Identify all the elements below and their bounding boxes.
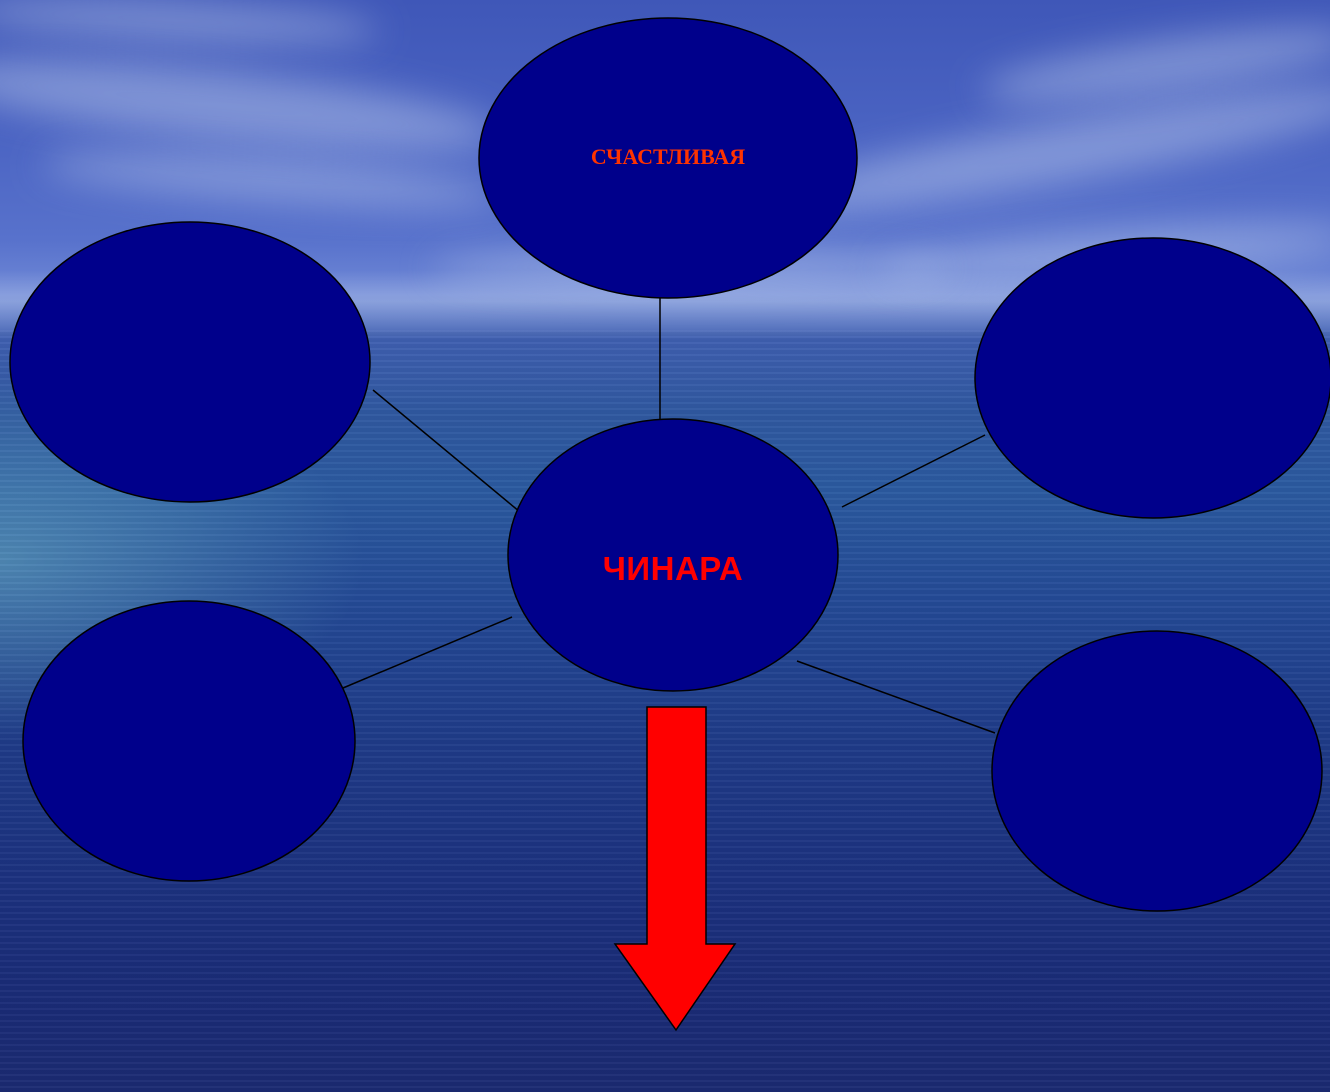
node-lower-left <box>23 601 355 881</box>
down-arrow-icon <box>615 707 735 1030</box>
node-upper-left <box>10 222 370 502</box>
node-lower-right <box>992 631 1322 911</box>
connector-upper-left <box>373 390 520 512</box>
node-top-label: СЧАСТЛИВАЯ <box>480 144 856 170</box>
connector-upper-right <box>842 435 985 507</box>
node-upper-right <box>975 238 1330 518</box>
connector-lower-right <box>797 661 995 733</box>
node-center-label: ЧИНАРА <box>508 550 838 588</box>
connector-lower-left <box>343 617 512 688</box>
